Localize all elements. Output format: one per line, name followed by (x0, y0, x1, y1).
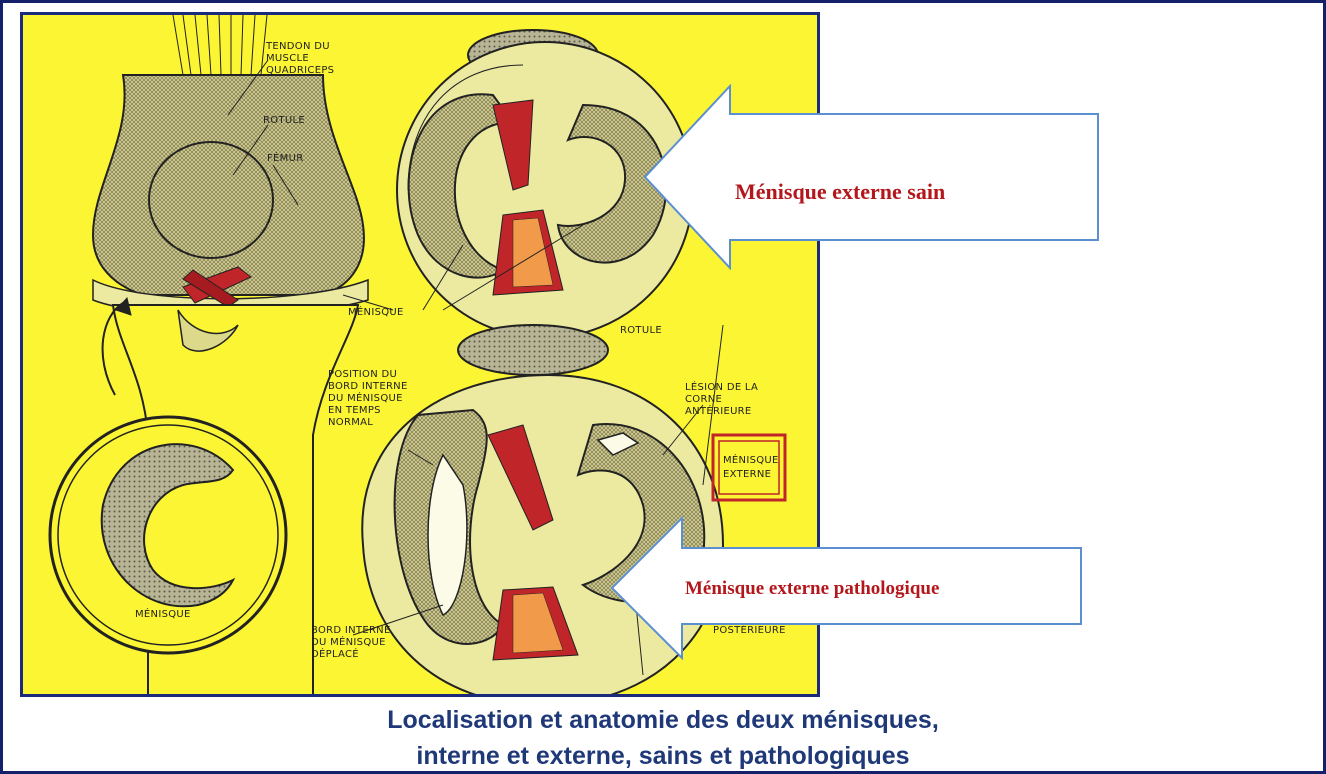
callout-pathologique-text: Ménisque externe pathologique (685, 578, 939, 600)
label-bord-line3: DÉPLACÉ (311, 647, 359, 660)
label-lesion-line1: LÉSION DE LA (685, 380, 758, 393)
label-tendon-line3: QUADRICEPS (266, 65, 334, 76)
patella (149, 142, 273, 258)
figure-caption-line1: Localisation et anatomie des deux ménisq… (0, 702, 1326, 738)
callout-sain-text: Ménisque externe sain (735, 179, 945, 205)
label-position-line1: POSITION DU (328, 369, 397, 380)
label-rotule-top: ROTULE (263, 115, 305, 126)
label-tendon-line2: MUSCLE (266, 53, 309, 64)
label-position-line5: NORMAL (328, 417, 373, 428)
menisque-externe-box (713, 435, 785, 500)
callout-arrow-pathologique: Ménisque externe pathologique (610, 516, 1085, 660)
label-bord-line2: DU MÉNISQUE (311, 635, 386, 648)
label-rotule-bottom: ROTULE (620, 325, 662, 336)
label-lesion-line2: CORNE (685, 394, 722, 405)
label-bord-line1: BORD INTERNE (311, 625, 391, 636)
label-position-line2: BORD INTERNE (328, 381, 408, 392)
figure-caption-line2: interne et externe, sains et pathologiqu… (0, 738, 1326, 774)
label-position-line4: EN TEMPS (328, 405, 381, 416)
label-menisque-externe-line1: MÉNISQUE (723, 453, 779, 466)
label-lesion-line3: ANTÉRIEURE (685, 404, 752, 417)
callout-arrow-sain: Ménisque externe sain (643, 84, 1103, 270)
label-position-line3: DU MÉNISQUE (328, 391, 403, 404)
label-femur: FÉMUR (267, 151, 303, 164)
label-menisque-mid: MÉNISQUE (348, 305, 404, 318)
label-tendon-line1: TENDON DU (265, 41, 330, 52)
label-menisque-circle: MÉNISQUE (135, 607, 191, 620)
label-menisque-externe-line2: EXTERNE (723, 469, 771, 480)
